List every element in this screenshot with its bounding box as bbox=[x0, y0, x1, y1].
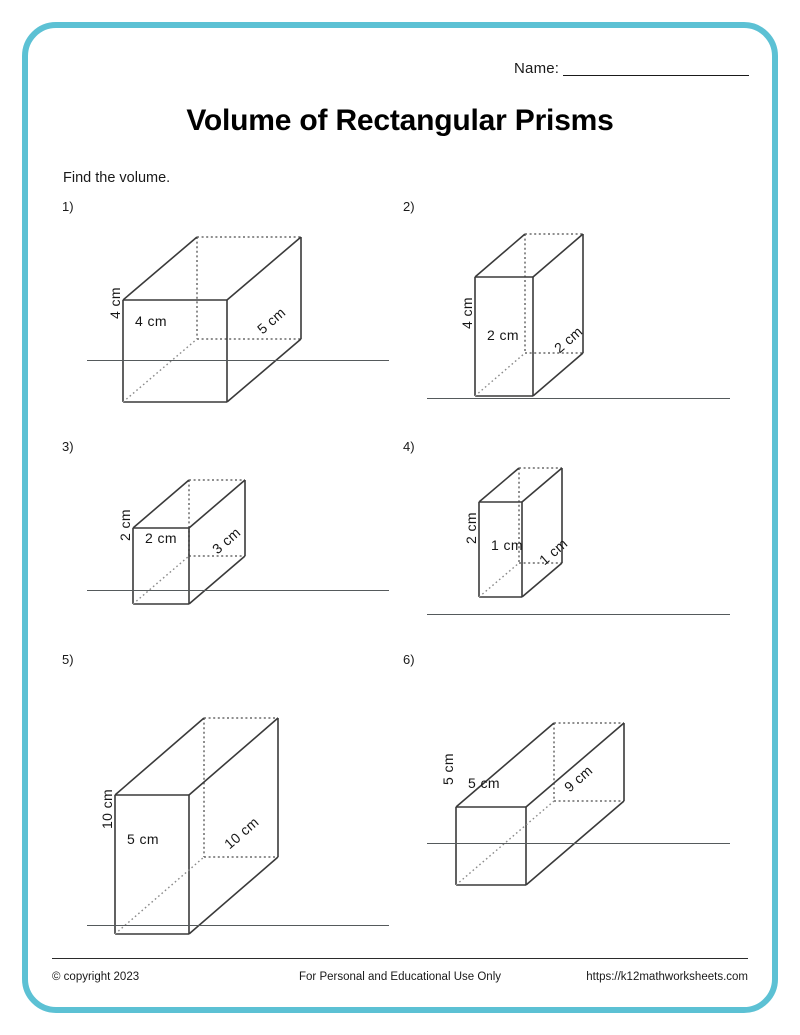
page-border-frame bbox=[22, 22, 778, 1013]
height-label: 2 cm bbox=[463, 512, 479, 544]
name-label: Name: bbox=[514, 60, 560, 77]
footer-usage-note: For Personal and Educational Use Only bbox=[299, 971, 501, 983]
footer-divider bbox=[52, 958, 748, 959]
prism-figure bbox=[132, 479, 251, 610]
problem-number: 2) bbox=[403, 199, 415, 214]
name-blank-line[interactable] bbox=[563, 62, 750, 76]
prism-figure bbox=[455, 722, 630, 891]
prism-figure bbox=[114, 717, 284, 940]
height-label: 10 cm bbox=[99, 789, 115, 830]
prism-svg bbox=[478, 467, 563, 598]
answer-line[interactable] bbox=[427, 614, 730, 615]
name-field-row: Name: bbox=[514, 60, 750, 77]
answer-line[interactable] bbox=[427, 398, 730, 399]
problem-number: 4) bbox=[403, 439, 415, 454]
answer-line[interactable] bbox=[87, 360, 389, 361]
answer-line[interactable] bbox=[427, 843, 730, 844]
prism-svg bbox=[474, 233, 584, 397]
answer-line[interactable] bbox=[87, 925, 389, 926]
prism-figure bbox=[122, 236, 307, 408]
width-label: 5 cm bbox=[127, 831, 159, 847]
problem-number: 3) bbox=[62, 439, 74, 454]
height-label: 4 cm bbox=[459, 297, 475, 330]
height-label: 4 cm bbox=[107, 286, 123, 319]
prism-svg bbox=[455, 722, 625, 886]
width-label: 5 cm bbox=[468, 775, 500, 791]
height-label: 2 cm bbox=[117, 508, 133, 541]
width-label: 1 cm bbox=[491, 537, 523, 553]
width-label: 4 cm bbox=[135, 313, 167, 329]
prism-svg bbox=[132, 479, 246, 605]
problem-number: 6) bbox=[403, 652, 415, 667]
width-label: 2 cm bbox=[487, 327, 519, 343]
prism-figure bbox=[474, 233, 589, 402]
footer-url[interactable]: https://k12mathworksheets.com bbox=[586, 971, 748, 983]
footer-copyright: © copyright 2023 bbox=[52, 971, 140, 983]
prism-svg bbox=[122, 236, 302, 403]
prism-figure bbox=[478, 467, 568, 603]
page-title: Volume of Rectangular Prisms bbox=[186, 104, 614, 137]
answer-line[interactable] bbox=[87, 590, 389, 591]
problem-number: 1) bbox=[62, 199, 74, 214]
instruction-text: Find the volume. bbox=[63, 170, 171, 186]
width-label: 2 cm bbox=[145, 530, 177, 546]
prism-svg bbox=[114, 717, 279, 935]
problem-number: 5) bbox=[62, 652, 74, 667]
height-label: 5 cm bbox=[440, 753, 456, 786]
